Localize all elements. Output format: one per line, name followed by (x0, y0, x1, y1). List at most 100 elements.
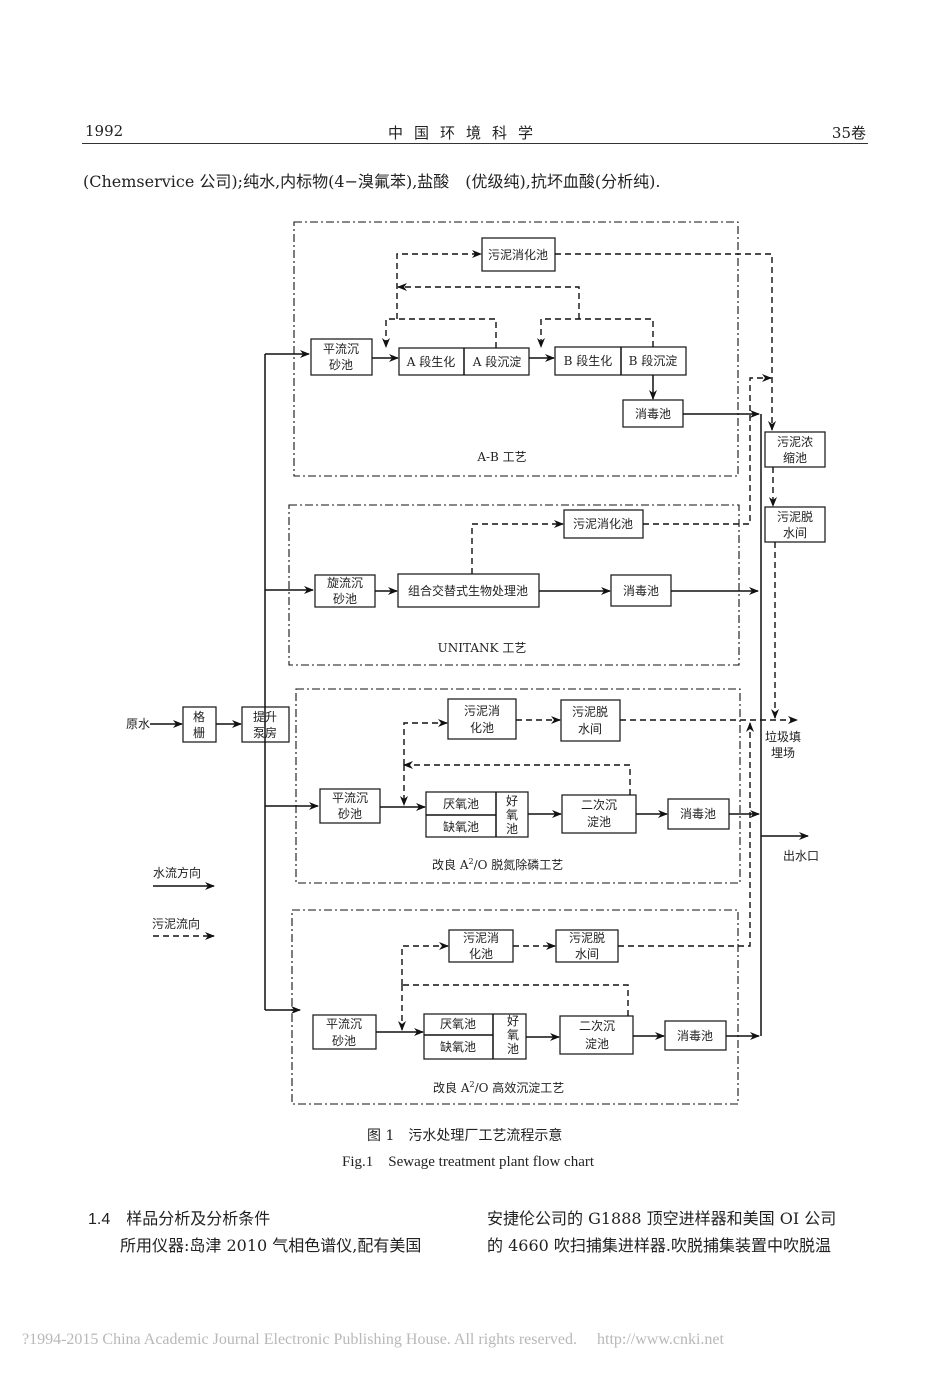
a2o-hs-disinfect-label: 消毒池 (677, 1029, 713, 1043)
paragraph-right-line-1: 安捷伦公司的 G1888 顶空进样器和美国 OI 公司 (487, 1209, 837, 1228)
sludge-flow (555, 253, 776, 431)
a2o-np-grit-box (319, 788, 381, 824)
shared-dewater-label: 污泥脱 (777, 509, 813, 524)
unitank-disinfect-label: 消毒池 (623, 584, 659, 598)
a2o-hs-aerobic-label: 氧 (507, 1028, 519, 1042)
a2o-np-dewater-label: 污泥脱 (572, 704, 608, 719)
legend-sludge-label: 污泥流向 (152, 916, 200, 931)
a2o-hs-dewater-box (555, 929, 619, 963)
a2o-np-anoxic-label: 缺氧池 (443, 819, 479, 834)
unitank-combined-label: 组合交替式生物处理池 (408, 583, 528, 598)
a2o-hs-dewater-label: 污泥脱 (569, 930, 605, 945)
a2o-np-aerobic-label: 氧 (506, 808, 518, 822)
a2o-np-secondary-label: 二次沉 (581, 798, 617, 812)
thickener-box (764, 431, 826, 468)
unitank-grit-box (314, 574, 376, 608)
page-number: 1992 (85, 122, 124, 140)
a2o-hs-aerobic-label: 好 (507, 1014, 519, 1028)
paragraph-left: 所用仪器:岛津 2010 气相色谱仪,配有美国 (120, 1236, 422, 1255)
sludge-flow (471, 520, 564, 574)
group-frame-unitank (288, 504, 740, 666)
legend-water-label: 水流方向 (153, 865, 201, 880)
unitank-grit-label: 旋流沉 (327, 576, 363, 590)
shared-dewater-box (764, 506, 826, 543)
unitank-digester-box (563, 509, 644, 539)
body-text-reagents: (Chemservice 公司);纯水,内标物(4−溴氟苯),盐酸 (优级纯),… (83, 172, 661, 191)
figure-caption-en: Fig.1 Sewage treatment plant flow chart (342, 1154, 595, 1170)
ab-digester-label: 污泥消化池 (488, 248, 548, 262)
shared-dewater-label: 水间 (783, 526, 807, 540)
thickener-label: 缩池 (783, 450, 807, 465)
outlet-label: 出水口 (783, 849, 819, 863)
screen-label: 栅 (193, 725, 205, 740)
ab-process-label: A-B 工艺 (476, 450, 526, 464)
a2o-hs-anaerobic-label: 厌氧池 (440, 1017, 476, 1031)
a2o-hs-secondary-label: 淀池 (585, 1037, 609, 1051)
section-title: 样品分析及分析条件 (126, 1209, 271, 1228)
paragraph-right-line-2: 的 4660 吹扫捕集进样器.吹脱捕集装置中吹脱温 (487, 1236, 831, 1255)
a2o-np-anaerobic-label: 厌氧池 (443, 797, 479, 811)
a2o-hs-disinfect-box (664, 1020, 727, 1051)
a2o-hs-dewater-label: 水间 (575, 947, 599, 961)
sludge-return-a (382, 318, 497, 348)
a2o-hs-grit-label: 砂池 (332, 1034, 356, 1048)
ab-digester-box (481, 237, 556, 272)
a2o-np-dewater-label: 水间 (578, 722, 602, 736)
a2o-hs-grit-box (312, 1014, 377, 1050)
a2o-hs-grit-label: 平流沉 (326, 1017, 362, 1031)
sludge-return (402, 984, 629, 1016)
thickener-label: 污泥浓 (777, 435, 813, 449)
a2o-np-aerobic-label: 好 (506, 794, 518, 808)
landfill-label: 垃圾填 (765, 729, 801, 744)
group-frame-ab (293, 221, 739, 477)
unitank-combined-box (397, 573, 540, 608)
a2o-np-digester-label: 化池 (470, 721, 494, 735)
ab-a-bio-label: A 段生化 (406, 354, 455, 369)
sludge-return (403, 761, 631, 795)
unitank-process-label: UNITANK 工艺 (438, 641, 527, 655)
a2o-np-disinfect-label: 消毒池 (680, 807, 716, 821)
landfill-label: 埋场 (771, 746, 795, 760)
ab-grit-label: 平流沉 (323, 342, 359, 356)
group-frame-a2o-hs (291, 909, 739, 1105)
a2o-hs-bio-box (423, 1013, 527, 1060)
a2o-np-aerobic-label: 池 (506, 822, 518, 836)
a2o-np-digester-label: 污泥消 (464, 704, 500, 718)
a2o-np-secondary-label: 淀池 (587, 815, 611, 829)
ab-grit-box (310, 338, 373, 376)
a2o-hs-secondary-box (559, 1015, 634, 1055)
unitank-disinfect-box (610, 574, 672, 607)
unitank-grit-label: 砂池 (333, 592, 357, 606)
a2o-hs-aerobic-label: 池 (507, 1042, 519, 1056)
copyright-footer: ?1994-2015 China Academic Journal Electr… (22, 1331, 724, 1348)
sludge-to-landfill (618, 722, 754, 947)
a2o-np-digester-box (447, 698, 517, 740)
journal-name: 中国环境科学 (388, 124, 545, 142)
ab-b-settle-label: B 段沉淀 (629, 353, 678, 368)
group-frame-a2o-np (295, 688, 741, 884)
a2o-hs-process-label: 改良 A2/O 高效沉淀工艺 (433, 1080, 564, 1095)
header-rule (82, 143, 868, 144)
sludge-flow (403, 719, 448, 765)
a2o-np-grit-label: 平流沉 (332, 791, 368, 805)
ab-a-settle-label: A 段沉淀 (472, 354, 521, 369)
section-number: 1.4 (88, 1211, 111, 1228)
sludge-flow (401, 942, 449, 985)
section-heading: 1.4 样品分析及分析条件 (88, 1205, 270, 1229)
screen-label: 格 (193, 709, 205, 724)
a2o-np-process-label: 改良 A2/O 脱氮除磷工艺 (432, 857, 563, 872)
figure-caption-cn: 图 1 污水处理厂工艺流程示意 (367, 1128, 563, 1144)
raw-water-label: 原水 (126, 717, 150, 731)
ab-grit-label: 砂池 (329, 358, 353, 372)
a2o-hs-anoxic-label: 缺氧池 (440, 1039, 476, 1054)
sludge-flow (643, 374, 772, 525)
sludge-flow (396, 250, 482, 319)
a2o-hs-digester-box (448, 929, 514, 963)
volume: 35卷 (831, 124, 866, 142)
unitank-digester-label: 污泥消化池 (573, 517, 633, 531)
a2o-hs-digester-label: 化池 (469, 947, 493, 961)
sludge-return-b (537, 318, 654, 348)
a2o-np-grit-label: 砂池 (338, 807, 362, 821)
sludge-flow (397, 283, 580, 319)
